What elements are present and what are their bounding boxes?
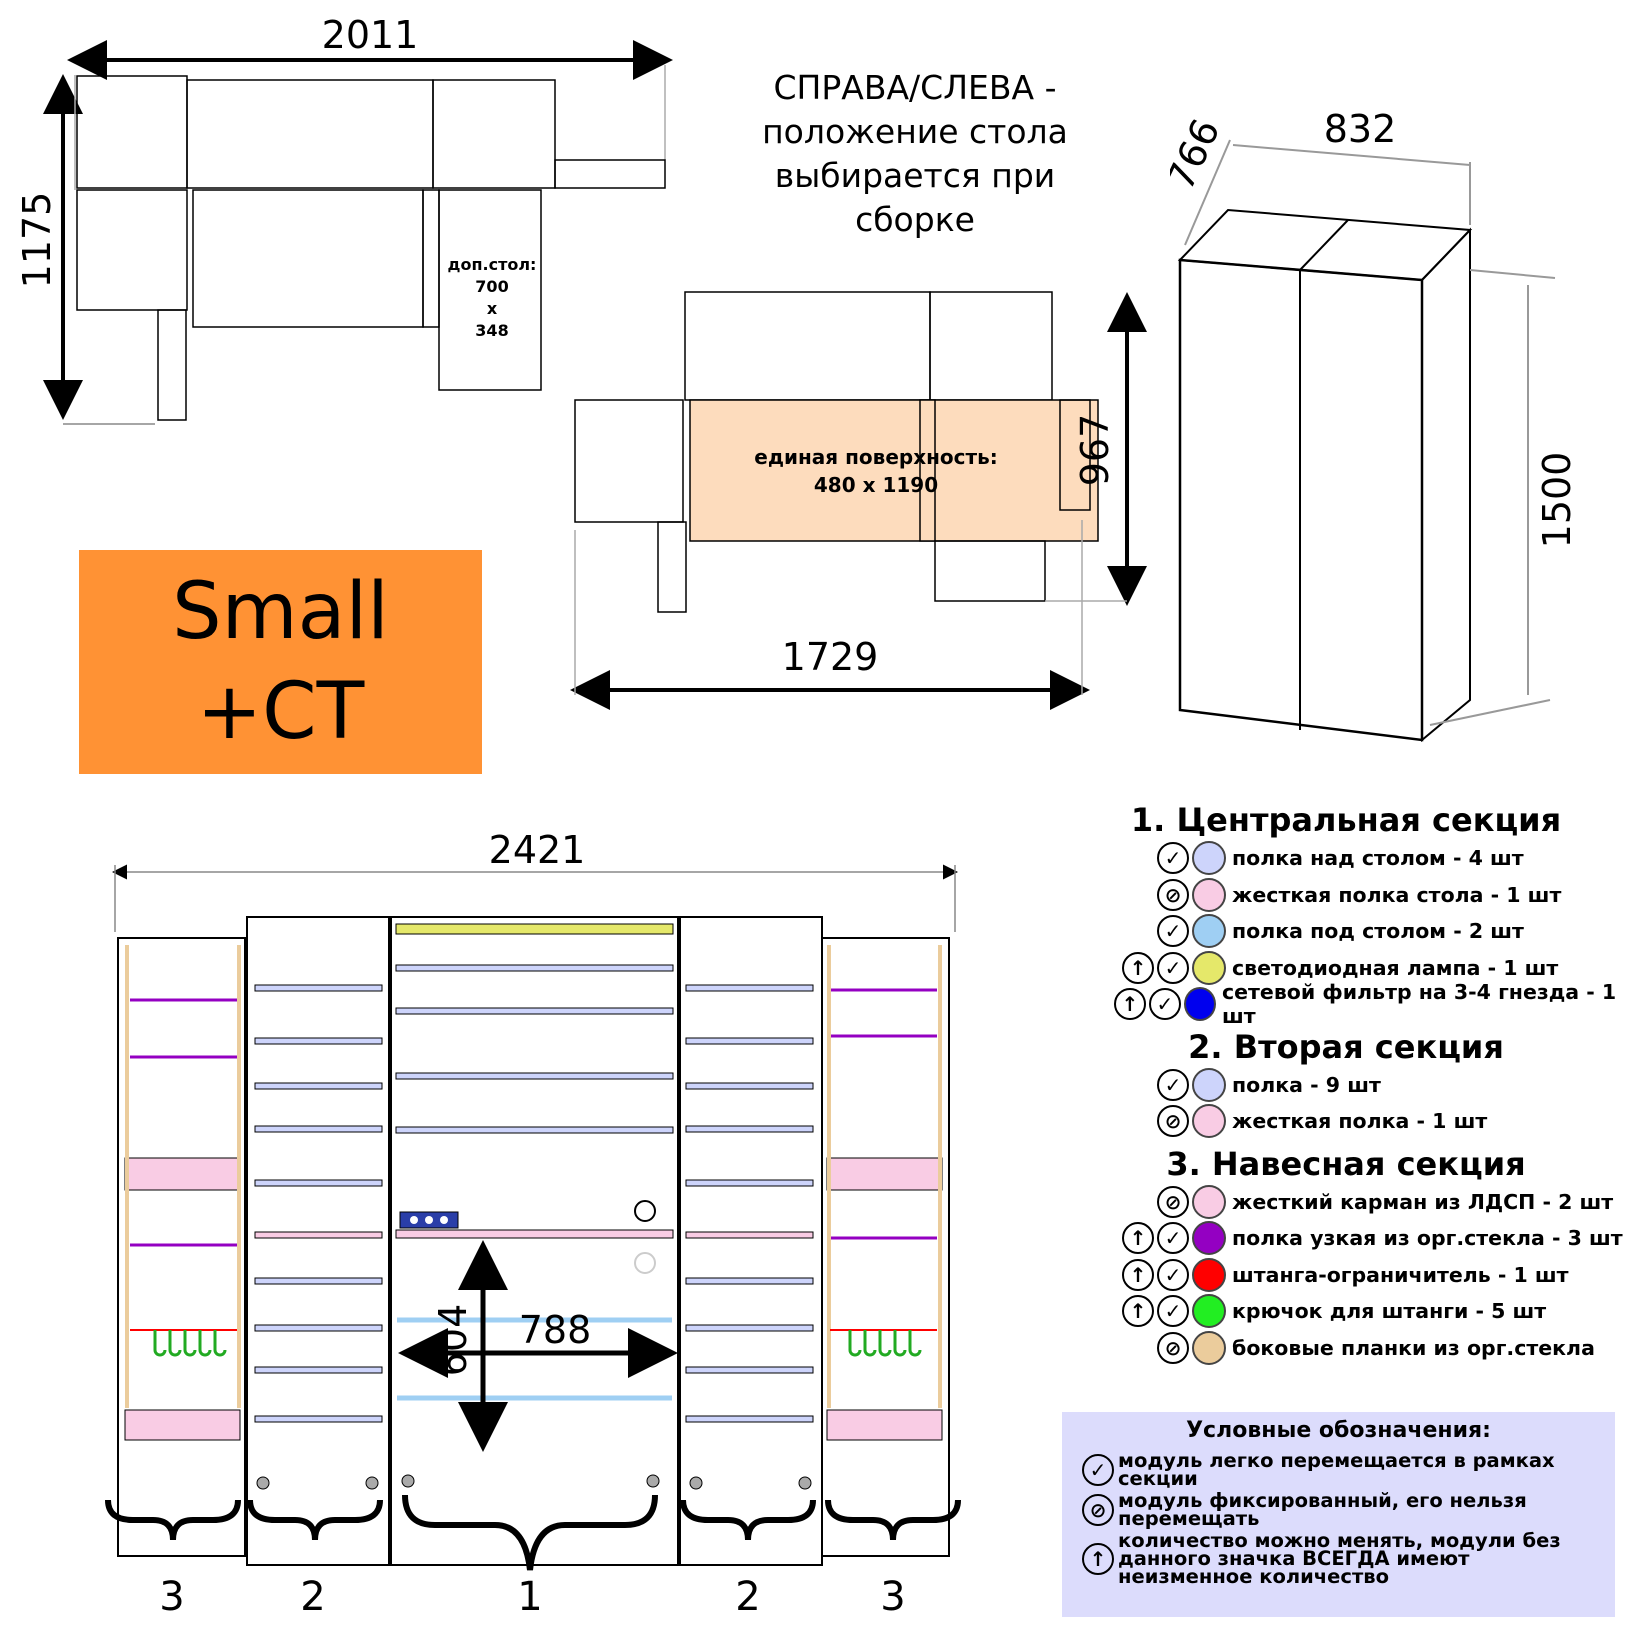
top-plan-width: 2011 bbox=[322, 13, 419, 57]
color-swatch bbox=[1192, 1221, 1226, 1256]
badge-line2: +CT bbox=[196, 667, 365, 757]
wardrobe-width: 832 bbox=[1324, 107, 1397, 151]
middle-plan-width: 1729 bbox=[782, 635, 879, 679]
check-icon: ✓ bbox=[1157, 1068, 1189, 1101]
extra-table-label-4: 348 bbox=[475, 321, 508, 340]
legend-item-label: полка под столом - 2 шт bbox=[1232, 919, 1524, 944]
color-swatch bbox=[1192, 1330, 1226, 1365]
legend-item-label: полка над столом - 4 шт bbox=[1232, 846, 1524, 871]
surface-label-2: 480 x 1190 bbox=[814, 473, 938, 497]
convention-item: ✓модуль легко перемещается в рамках секц… bbox=[1082, 1449, 1615, 1490]
color-swatch bbox=[1192, 914, 1226, 949]
convention-text: модуль легко перемещается в рамках секци… bbox=[1118, 1449, 1555, 1490]
conventions-title: Условные обозначения: bbox=[1186, 1418, 1491, 1443]
wardrobe-depth: 766 bbox=[1170, 112, 1228, 196]
legend-item-label: жесткая полка - 1 шт bbox=[1232, 1109, 1488, 1134]
color-swatch bbox=[1192, 1104, 1226, 1139]
extra-table-label-2: 700 bbox=[475, 277, 508, 296]
check-icon: ✓ bbox=[1157, 1295, 1189, 1328]
legend-item: ⊘ жесткая полка - 1 шт bbox=[1063, 1103, 1629, 1140]
legend-section-title: 1. Центральная секция bbox=[1130, 801, 1562, 839]
color-swatch bbox=[1192, 1294, 1226, 1329]
check-icon: ✓ bbox=[1157, 915, 1189, 948]
check-icon: ✓ bbox=[1157, 1258, 1189, 1291]
convention-text: количество можно менять, модули без данн… bbox=[1118, 1529, 1561, 1588]
badge-line1: Small bbox=[172, 567, 389, 657]
top-plan-diagram: 2011 1175 доп.стол: 700 x 348 bbox=[15, 13, 673, 425]
legend-item-label: жесткая полка стола - 1 шт bbox=[1232, 882, 1562, 907]
middle-plan-height: 967 bbox=[1073, 414, 1117, 487]
legend-item: ⊘ жесткий карман из ЛДСП - 2 шт bbox=[1063, 1184, 1629, 1221]
check-icon: ✓ bbox=[1157, 1222, 1189, 1255]
legend-item: ✓ полка - 9 шт bbox=[1063, 1067, 1629, 1104]
legend-item: ↑✓ сетевой фильтр на 3-4 гнезда - 1 шт bbox=[1063, 980, 1629, 1028]
legend-item: ✓ полка под столом - 2 шт bbox=[1063, 913, 1629, 950]
front-width: 2421 bbox=[489, 828, 586, 872]
section-number-3-left: 3 bbox=[159, 1574, 184, 1620]
surface-label-1: единая поверхность: bbox=[754, 445, 998, 469]
inner-height: 604 bbox=[431, 1304, 475, 1377]
legend-item: ↑✓ штанга-ограничитель - 1 шт bbox=[1063, 1257, 1629, 1294]
color-swatch bbox=[1192, 1067, 1226, 1102]
check-icon: ✓ bbox=[1157, 951, 1189, 984]
extra-table-label-3: x bbox=[487, 299, 498, 318]
check-icon: ✓ bbox=[1082, 1454, 1114, 1486]
legend-section-title: 2. Вторая секция bbox=[1188, 1027, 1504, 1066]
position-note: СПРАВА/СЛЕВА - положение стола выбираетс… bbox=[762, 68, 1068, 239]
ban-icon: ⊘ bbox=[1157, 1331, 1189, 1364]
extra-table-label-1: доп.стол: bbox=[448, 255, 537, 274]
arrow-up-icon: ↑ bbox=[1122, 1258, 1154, 1291]
check-icon: ✓ bbox=[1148, 988, 1181, 1021]
front-view-diagram: 2421 bbox=[105, 828, 961, 1620]
ban-icon: ⊘ bbox=[1082, 1494, 1114, 1526]
convention-item: ⊘модуль фиксированный, его нельзя переме… bbox=[1082, 1489, 1615, 1530]
arrow-up-icon: ↑ bbox=[1122, 1295, 1154, 1328]
legend-item-label: боковые планки из орг.стекла bbox=[1232, 1335, 1595, 1360]
arrow-up-icon: ↑ bbox=[1122, 951, 1154, 984]
color-swatch bbox=[1192, 950, 1226, 985]
legend-item: ↑✓ светодиодная лампа - 1 шт bbox=[1063, 950, 1629, 987]
legend-item: ↑✓ полка узкая из орг.стекла - 3 шт bbox=[1063, 1220, 1629, 1257]
arrow-up-icon: ↑ bbox=[1082, 1543, 1114, 1575]
conventions-box: Условные обозначения: ✓модуль легко пере… bbox=[1062, 1412, 1615, 1617]
middle-plan-diagram: единая поверхность: 480 x 1190 1729 967 bbox=[570, 291, 1147, 710]
legend-item-label: полка - 9 шт bbox=[1232, 1072, 1381, 1097]
legend-item-label: сетевой фильтр на 3-4 гнезда - 1 шт bbox=[1221, 980, 1617, 1029]
arrow-up-icon: ↑ bbox=[1113, 988, 1146, 1021]
convention-item: ↑количество можно менять, модули без дан… bbox=[1082, 1529, 1615, 1588]
color-swatch bbox=[1192, 1257, 1226, 1292]
inner-width: 788 bbox=[519, 1308, 592, 1352]
ban-icon: ⊘ bbox=[1157, 1105, 1189, 1138]
legend-item-label: светодиодная лампа - 1 шт bbox=[1232, 955, 1559, 980]
wardrobe-3d-diagram: 832 766 1500 bbox=[1170, 107, 1579, 743]
section-number-2-left: 2 bbox=[300, 1574, 325, 1620]
color-swatch bbox=[1192, 1184, 1226, 1219]
section-number-2-right: 2 bbox=[735, 1574, 760, 1620]
top-plan-height: 1175 bbox=[15, 192, 59, 289]
legend: 1. Центральная секция✓полка над столом -… bbox=[1063, 800, 1629, 1366]
legend-item-label: штанга-ограничитель - 1 шт bbox=[1232, 1262, 1569, 1287]
legend-item: ↑✓ крючок для штанги - 5 шт bbox=[1063, 1293, 1629, 1330]
check-icon: ✓ bbox=[1157, 842, 1189, 875]
legend-item: ⊘ боковые планки из орг.стекла bbox=[1063, 1330, 1629, 1367]
legend-item: ✓ полка над столом - 4 шт bbox=[1063, 840, 1629, 877]
color-swatch bbox=[1192, 841, 1226, 876]
section-number-3-right: 3 bbox=[880, 1574, 905, 1620]
model-badge: Small +CT bbox=[79, 550, 482, 774]
legend-item-label: полка узкая из орг.стекла - 3 шт bbox=[1232, 1226, 1623, 1251]
ban-icon: ⊘ bbox=[1157, 878, 1189, 911]
legend-item-label: крючок для штанги - 5 шт bbox=[1232, 1299, 1547, 1324]
wardrobe-height: 1500 bbox=[1535, 452, 1579, 549]
convention-text: модуль фиксированный, его нельзя перемещ… bbox=[1118, 1489, 1527, 1530]
legend-item: ⊘ жесткая полка стола - 1 шт bbox=[1063, 877, 1629, 914]
arrow-up-icon: ↑ bbox=[1122, 1222, 1154, 1255]
color-swatch bbox=[1183, 987, 1216, 1022]
legend-section-title: 3. Навесная секция bbox=[1166, 1144, 1526, 1183]
color-swatch bbox=[1192, 877, 1226, 912]
section-number-1: 1 bbox=[517, 1574, 542, 1620]
legend-item-label: жесткий карман из ЛДСП - 2 шт bbox=[1232, 1189, 1614, 1214]
ban-icon: ⊘ bbox=[1157, 1185, 1189, 1218]
